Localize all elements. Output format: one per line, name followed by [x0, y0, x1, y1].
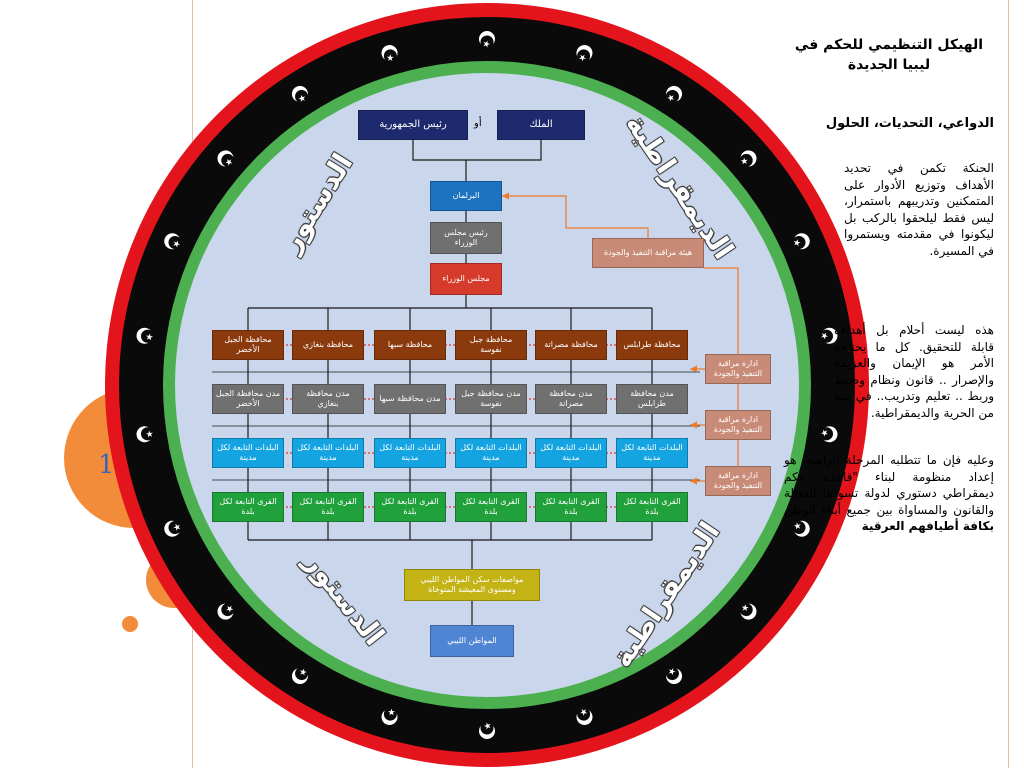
svg-text:★: ★ — [384, 53, 396, 64]
paragraph-1: الحنكة تكمن في تحديد الأهداف وتوزيع الأد… — [844, 161, 994, 258]
president-box: رئيس الجمهورية — [358, 110, 468, 140]
svg-text:★: ★ — [791, 236, 803, 248]
svg-text:★: ★ — [792, 519, 804, 531]
page-title: الهيكل التنظيمي للحكم في ليبيا الجديدة — [794, 37, 984, 73]
svg-text:★: ★ — [145, 332, 154, 343]
svg-text:★: ★ — [820, 329, 829, 340]
connector-line — [704, 267, 739, 354]
city-box-nafusa: مدن محافظة جبل نفوسة — [455, 384, 527, 414]
paragraph-3: وعليه فإن ما تتطلبه المرحلة الراهنة، هو … — [784, 452, 994, 535]
svg-text:★: ★ — [170, 238, 182, 250]
village-box: القرى التابعة لكل بلدة — [535, 492, 607, 522]
town-box: البلدات التابعة لكل مدينة — [292, 438, 364, 468]
town-box: البلدات التابعة لكل مدينة — [535, 438, 607, 468]
oversight-authority-box: هيئة مراقبة التنفيذ والجودة — [592, 238, 704, 268]
accent-circle-small — [122, 616, 138, 632]
crescent-star-icon: ★ — [820, 426, 838, 443]
svg-text:★: ★ — [172, 522, 184, 534]
crescent-star-icon: ★ — [479, 721, 495, 739]
town-box: البلدات التابعة لكل مدينة — [212, 438, 284, 468]
oversight-dept-box: ادارة مراقبة التنفيذ والجودة — [705, 410, 771, 440]
crescent-star-icon: ★ — [791, 233, 810, 250]
city-box-misrata: مدن محافظة مصراتة — [535, 384, 607, 414]
cabinet-box: مجلس الوزراء — [430, 263, 502, 295]
cabinet-head-box: رئيس مجلس الوزراء — [430, 222, 502, 254]
parliament-box: البرلمان — [430, 181, 502, 211]
crescent-star-icon: ★ — [664, 85, 683, 103]
governorate-box-nafusa: محافظة جبل نفوسة — [455, 330, 527, 360]
village-box: القرى التابعة لكل بلدة — [455, 492, 527, 522]
governorate-box-benghazi: محافظة بنغازي — [292, 330, 364, 360]
paragraph-3-last-line: بكافة أطيافهم العرقية — [861, 519, 994, 534]
city-box-tripoli: مدن محافظة طرابلس — [616, 384, 688, 414]
crescent-star-icon: ★ — [136, 327, 154, 344]
city-box-green-mountain: مدن محافظة الجبل الأخضر — [212, 384, 284, 414]
village-box: القرى التابعة لكل بلدة — [292, 492, 364, 522]
svg-text:★: ★ — [386, 707, 398, 718]
svg-text:★: ★ — [820, 427, 829, 438]
oversight-dept-box: ادارة مراقبة التنفيذ والجودة — [705, 466, 771, 496]
paragraph-3-text: وعليه فإن ما تتطلبه المرحلة الراهنة، هو … — [784, 453, 994, 517]
city-box-sabha: مدن محافظة سبها — [374, 384, 446, 414]
village-box: القرى التابعة لكل بلدة — [212, 492, 284, 522]
crescent-star-icon: ★ — [820, 327, 838, 344]
village-box: القرى التابعة لكل بلدة — [616, 492, 688, 522]
crescent-star-icon: ★ — [792, 519, 810, 537]
crescent-star-icon: ★ — [164, 520, 184, 537]
crescent-star-icon: ★ — [576, 45, 593, 63]
svg-text:★: ★ — [484, 722, 494, 730]
crescent-star-icon: ★ — [479, 31, 495, 49]
crescent-star-icon: ★ — [136, 426, 154, 443]
town-box: البلدات التابعة لكل مدينة — [616, 438, 688, 468]
connector-lines — [212, 140, 700, 625]
page-subtitle: الدواعي، التحديات، الحلول — [825, 116, 994, 131]
connector-line — [412, 140, 542, 161]
connector-line — [502, 192, 649, 238]
svg-text:★: ★ — [145, 429, 154, 440]
crescent-star-icon: ★ — [291, 85, 309, 105]
city-box-benghazi: مدن محافظة بنغازي — [292, 384, 364, 414]
paragraph-2: هذه ليست أحلام بل أهداف قابلة للتحقيق. ك… — [834, 323, 994, 420]
oversight-dept-box: ادارة مراقبة التنفيذ والجودة — [705, 354, 771, 384]
slide-number: 1 — [98, 450, 115, 480]
crescent-star-icon: ★ — [164, 233, 182, 251]
oversight-arrows — [502, 192, 739, 485]
citizen-box: المواطن الليبي — [430, 625, 514, 657]
crescent-star-icon: ★ — [665, 665, 683, 685]
right-border-line — [1008, 0, 1009, 768]
governorate-box-green-mountain: محافظة الجبل الأخضر — [212, 330, 284, 360]
crescent-star-icon: ★ — [381, 707, 398, 725]
svg-text:★: ★ — [579, 706, 591, 717]
king-box: الملك — [497, 110, 585, 140]
crescent-star-icons: ★★★★★★★★★★★★★★★★★★★★★★ — [136, 31, 838, 739]
town-box: البلدات التابعة لكل مدينة — [374, 438, 446, 468]
standards-box: مواصفات سكن المواطن الليبي ومستوى المعيش… — [404, 569, 540, 601]
governorate-box-tripoli: محافظة طرابلس — [616, 330, 688, 360]
or-label: أو — [474, 118, 482, 129]
crescent-star-icon: ★ — [576, 706, 593, 725]
governorate-box-misrata: محافظة مصراتة — [535, 330, 607, 360]
village-box: القرى التابعة لكل بلدة — [374, 492, 446, 522]
svg-text:★: ★ — [481, 40, 491, 48]
svg-text:★: ★ — [576, 52, 588, 63]
crescent-star-icon: ★ — [381, 45, 398, 64]
governorate-box-sabha: محافظة سبها — [374, 330, 446, 360]
town-box: البلدات التابعة لكل مدينة — [455, 438, 527, 468]
